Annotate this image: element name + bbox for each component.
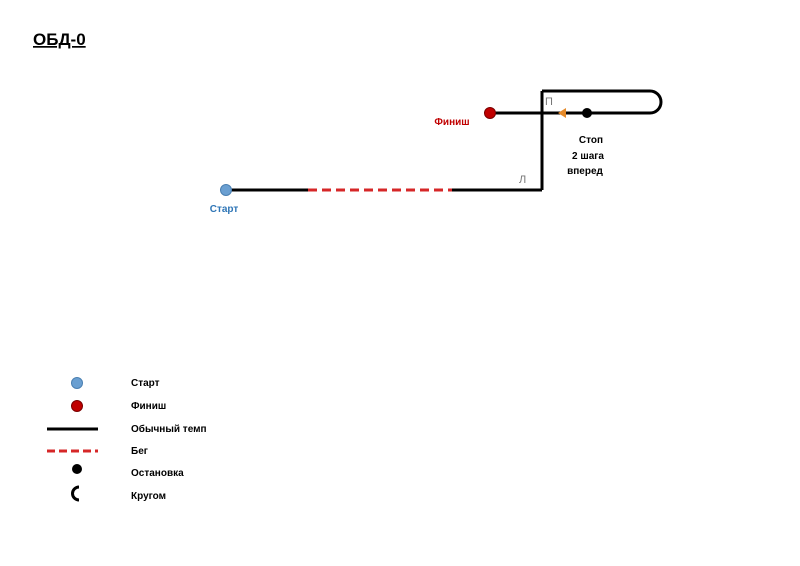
finish-label: Финиш <box>434 117 469 128</box>
start-marker-icon <box>220 184 232 196</box>
start-label: Старт <box>210 204 239 215</box>
legend-label-run: Бег <box>131 446 148 457</box>
legend-start-icon <box>71 377 83 389</box>
legend-label-start: Старт <box>131 378 160 389</box>
route-path <box>226 89 663 192</box>
stop-marker-icon <box>582 108 592 118</box>
legend-label-u-turn: Кругом <box>131 491 166 502</box>
legend-label-walk: Обычный темп <box>131 423 207 435</box>
route-segment-loop <box>490 89 663 115</box>
stop-label-line-3: вперед <box>567 166 603 177</box>
page-title: ОБД-0 <box>33 30 86 49</box>
stop-label-line-1: Стоп <box>579 135 603 146</box>
legend-stop-icon <box>72 464 82 474</box>
turn-right-mark: П <box>545 96 553 108</box>
legend: Старт Финиш Обычный темп Бег Остановка К… <box>47 377 207 502</box>
legend-u-turn-icon <box>71 485 80 502</box>
turn-left-mark: Л <box>519 174 526 186</box>
legend-finish-icon <box>71 400 83 412</box>
legend-label-finish: Финиш <box>131 401 166 412</box>
finish-marker-icon <box>484 107 496 119</box>
legend-label-stop: Остановка <box>131 468 184 479</box>
direction-arrow-icon <box>558 108 566 118</box>
stop-label-line-2: 2 шага <box>572 151 604 162</box>
